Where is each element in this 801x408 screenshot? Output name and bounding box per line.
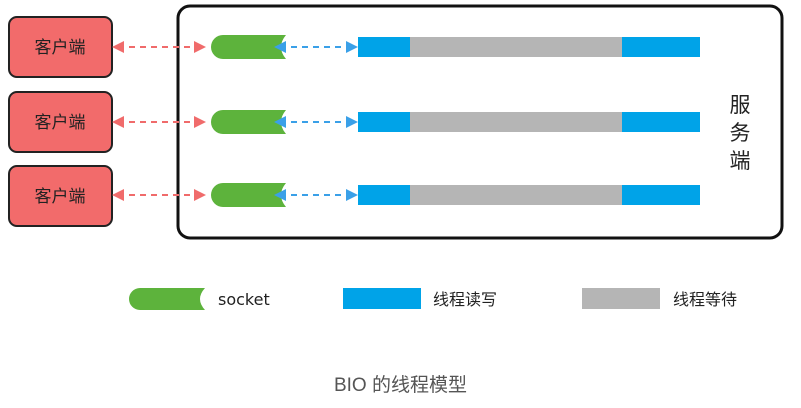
socket-shape (211, 110, 286, 134)
server-label-char: 务 (730, 121, 751, 145)
thread-wait-bar (410, 112, 622, 132)
thread-read-write-bar (622, 185, 700, 205)
server-label-char: 端 (730, 149, 751, 173)
client-label: 客户端 (35, 38, 86, 58)
connection-row: 客户端 (8, 16, 700, 78)
thread-wait-bar (410, 37, 622, 57)
legend-socket-swatch (129, 288, 205, 310)
thread-read-write-bar (622, 112, 700, 132)
thread-read-write-bar (358, 112, 410, 132)
legend: socket 线程读写 线程等待 (129, 288, 737, 310)
thread-wait-bar (410, 185, 622, 205)
legend-thread-rw-swatch (343, 288, 421, 309)
legend-thread-wait-swatch (582, 288, 660, 309)
socket-shape (211, 35, 286, 59)
server-label-char: 服 (730, 93, 751, 117)
figure-caption: BIO 的线程模型 (333, 375, 467, 396)
client-label: 客户端 (35, 187, 86, 207)
thread-read-write-bar (358, 185, 410, 205)
thread-read-write-bar (358, 37, 410, 57)
thread-read-write-bar (622, 37, 700, 57)
legend-socket-label: socket (218, 290, 270, 309)
connection-row: 客户端 (8, 165, 700, 227)
legend-thread-rw-label: 线程读写 (433, 290, 497, 309)
connection-row: 客户端 (8, 91, 700, 153)
legend-thread-wait-label: 线程等待 (673, 290, 737, 309)
client-label: 客户端 (35, 113, 86, 133)
socket-shape (211, 183, 286, 207)
